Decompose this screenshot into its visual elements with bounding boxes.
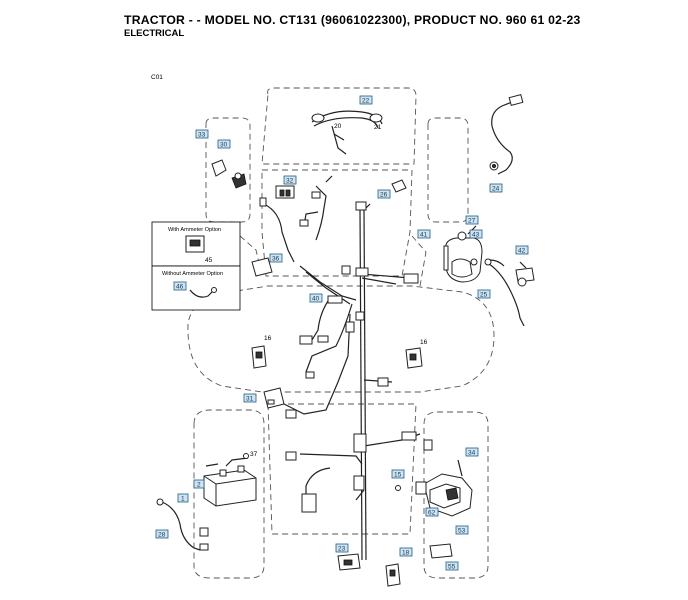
frame-rail-left [239,235,263,277]
wiring-harness [263,175,421,561]
hood-outline [261,87,417,165]
svg-text:43: 43 [472,232,480,239]
svg-text:27: 27 [468,218,476,225]
callout-55: 55 [445,561,459,571]
dash-parts [259,179,407,207]
callout-1: 1 [177,493,189,503]
callout-26: 26 [377,189,391,199]
label-16a: 16 [264,335,272,342]
callout-24: 24 [489,183,503,193]
svg-text:15: 15 [394,472,402,479]
svg-text:2: 2 [197,482,201,489]
svg-text:42: 42 [518,248,526,255]
svg-text:34: 34 [468,450,476,457]
svg-text:36: 36 [272,256,280,263]
solenoid-assembly [443,225,535,327]
svg-text:32: 32 [286,178,294,185]
plain-labels: 21 20 16 16 37 [250,123,428,458]
svg-text:33: 33 [198,132,206,139]
svg-text:22: 22 [362,98,370,105]
callout-2: 2 [193,479,205,489]
no-ammeter-inset: Without Ammeter Option [151,265,241,311]
callout-40: 40 [309,293,323,303]
inset-no-ammeter-label: Without Ammeter Option [162,271,223,277]
relay-31 [263,387,285,409]
ignition-switch-parts [211,159,247,189]
label-21: 21 [374,124,382,131]
tractor-outline [187,87,495,579]
svg-text:23: 23 [338,546,346,553]
callout-28: 28 [155,529,169,539]
battery-assembly [156,453,257,551]
svg-text:28: 28 [158,532,166,539]
svg-text:46: 46 [176,284,184,291]
connector-36 [251,257,273,277]
section-subtitle: ELECTRICAL [124,28,185,39]
svg-text:53: 53 [458,528,466,535]
svg-text:62: 62 [428,510,436,517]
svg-text:18: 18 [402,550,410,557]
seat-switches [251,345,423,369]
frame-rail-right [411,235,427,287]
callout-22: 22 [359,95,373,105]
harness-connectors [285,191,433,491]
inset-ammeter-label: With Ammeter Option [168,227,221,233]
callout-15: 15 [391,469,405,479]
callout-53: 53 [455,525,469,535]
callout-33a: 33 [195,129,209,139]
callout-32: 32 [283,175,297,185]
bottom-parts [301,485,453,587]
svg-text:30: 30 [220,142,228,149]
callout-27: 27 [465,215,479,225]
callout-34: 34 [465,447,479,457]
page-title: TRACTOR - - MODEL NO. CT131 (96061022300… [124,13,581,27]
svg-text:41: 41 [420,232,428,239]
callout-42: 42 [515,245,529,255]
rear-module-assembly [415,459,473,517]
callout-31: 31 [243,393,257,403]
figure-code: C01 [151,74,163,81]
ammeter-inset: With Ammeter Option 45 [151,221,241,267]
callout-36: 36 [269,253,283,263]
callout-62: 62 [425,507,439,517]
callout-43: 43 [469,229,483,239]
callout-30: 30 [217,139,231,149]
svg-text:55: 55 [448,564,456,571]
rear-right-wheel-outline [423,411,489,579]
seat-outline [267,403,417,535]
label-20: 20 [334,123,342,130]
svg-text:31: 31 [246,396,254,403]
label-16b: 16 [420,339,428,346]
svg-text:1: 1 [181,496,185,503]
callout-18: 18 [399,547,413,557]
hood-lower-outline [261,169,413,277]
svg-text:40: 40 [312,296,320,303]
callouts: 22 33 30 32 26 24 27 41 43 42 25 36 46 4… [155,95,529,571]
headlight-assembly [311,110,383,155]
svg-text:26: 26 [380,192,388,199]
callout-25: 25 [477,289,491,299]
callout-46: 46 [173,281,187,291]
front-right-wheel-outline [427,117,469,223]
label-45: 45 [205,257,213,264]
front-left-wheel-outline [205,117,251,223]
label-37: 37 [250,451,258,458]
svg-text:24: 24 [492,186,500,193]
deck-outline [187,285,495,393]
callout-41: 41 [417,229,431,239]
callout-23: 23 [335,543,349,553]
sender-wire [489,93,524,175]
svg-text:25: 25 [480,292,488,299]
